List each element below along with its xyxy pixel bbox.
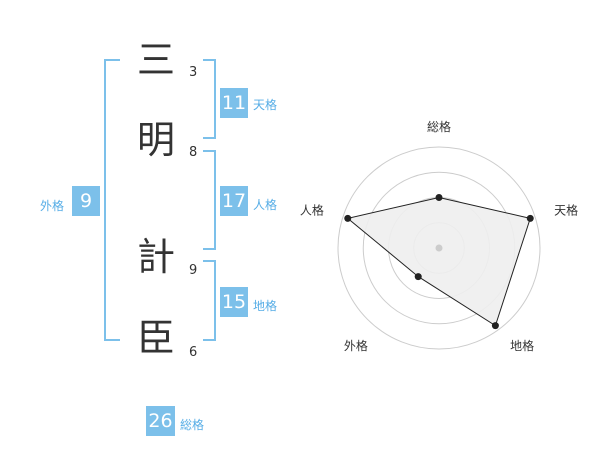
radar-grid-ring [337,146,541,350]
jinkaku-bracket-bottom [203,248,216,250]
radar-point-5 [344,214,352,222]
radar-value-polygon [346,196,531,327]
stroke-count-1: 3 [189,65,198,80]
tenkaku-bracket-line [214,59,216,139]
name-char-4: 臣 [136,316,175,360]
radar-point-1 [435,194,443,201]
radar-point-4 [414,273,422,281]
tenkaku-bracket-bottom [203,137,216,139]
gaikaku-bracket-bottom [104,339,120,341]
tenkaku-bracket-top [203,59,216,61]
chikaku-value-badge: 15 [220,287,248,317]
tenkaku-label: 天格 [253,98,278,112]
soukaku-value-badge: 26 [146,406,175,436]
radar-axis-label-4: 外格 [344,338,368,353]
soukaku-label: 総格 [180,418,205,432]
radar-center-dot [435,244,443,252]
jinkaku-bracket-line [214,150,216,250]
name-char-2: 明 [136,118,175,162]
jinkaku-value-badge: 17 [220,186,248,216]
radar-point-2 [526,214,534,222]
name-char-1: 三 [136,38,175,82]
stroke-count-3: 9 [189,263,198,278]
jinkaku-bracket-top [203,150,216,152]
tenkaku-value-badge: 11 [220,88,248,118]
gaikaku-label: 外格 [40,199,65,213]
radar-point-3 [491,322,499,330]
gaikaku-bracket-line [104,59,106,341]
chikaku-bracket-top [203,260,216,262]
jinkaku-label: 人格 [253,198,278,212]
chikaku-bracket-bottom [203,339,216,341]
radar-axis-label-3: 地格 [510,338,534,353]
chikaku-label: 地格 [253,299,278,313]
gaikaku-value-badge: 9 [72,186,100,216]
chikaku-bracket-line [214,260,216,341]
radar-axis-label-1: 総格 [427,119,451,134]
stroke-count-4: 6 [189,345,198,360]
name-char-3: 計 [136,235,175,279]
radar-axis-label-5: 人格 [300,203,324,218]
stroke-count-2: 8 [189,145,198,160]
radar-axis-label-2: 天格 [554,203,578,218]
gaikaku-bracket-top [104,59,120,61]
